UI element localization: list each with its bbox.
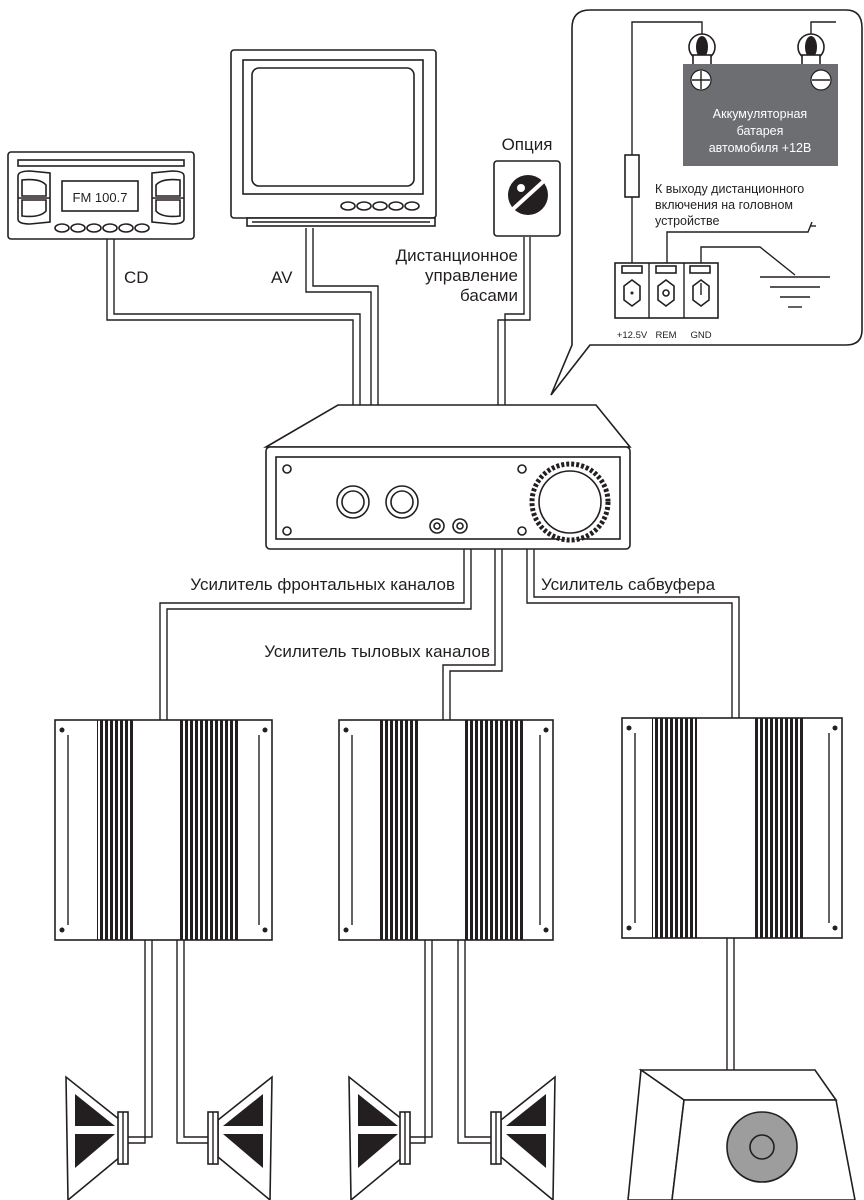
label-front-amp: Усилитель фронтальных каналов [190, 575, 455, 594]
rear-amplifier [338, 719, 554, 941]
front-right-speaker [207, 1075, 273, 1200]
power-terminal-block [614, 262, 719, 319]
label-bass-remote-2: управление [425, 266, 518, 285]
bass-remote-knob [493, 160, 561, 237]
remote-note-line-3: устройстве [655, 214, 719, 228]
terminal-label-12v: +12.5V [617, 330, 648, 341]
terminal-label-rem: REM [655, 330, 676, 341]
remote-note-line-2: включения на головном [655, 198, 793, 212]
ground-symbol-icon [760, 276, 830, 308]
rear-right-speaker [490, 1075, 556, 1200]
power-wiring-callout: Аккумуляторная батарея автомобиля +12В [550, 9, 863, 396]
label-bass-remote-3: басами [460, 286, 518, 305]
terminal-label-gnd: GND [690, 330, 711, 341]
av-monitor [230, 49, 437, 227]
label-cd: CD [124, 268, 149, 287]
remote-note-line-1: К выходу дистанционного [655, 182, 804, 196]
processor-unit [263, 404, 632, 550]
fuse-icon [624, 154, 640, 198]
car-battery: Аккумуляторная батарея автомобиля +12В [683, 64, 838, 166]
rear-left-speaker [348, 1075, 411, 1200]
head-unit: FM 100.7 [7, 151, 195, 240]
battery-label-line-3: автомобиля +12В [709, 141, 812, 155]
label-rear-amp: Усилитель тыловых каналов [264, 642, 490, 661]
battery-label-line-1: Аккумуляторная [713, 107, 807, 121]
label-option: Опция [502, 135, 553, 154]
front-amplifier [54, 719, 273, 941]
subwoofer-enclosure [627, 1068, 856, 1200]
front-left-speaker [65, 1075, 129, 1200]
label-sub-amp: Усилитель сабвуфера [541, 575, 716, 594]
subwoofer-amplifier [621, 717, 843, 939]
label-bass-remote-1: Дистанционное [396, 246, 518, 265]
radio-display-text: FM 100.7 [73, 190, 128, 205]
battery-label-line-2: батарея [737, 124, 784, 138]
label-av: AV [271, 268, 293, 287]
